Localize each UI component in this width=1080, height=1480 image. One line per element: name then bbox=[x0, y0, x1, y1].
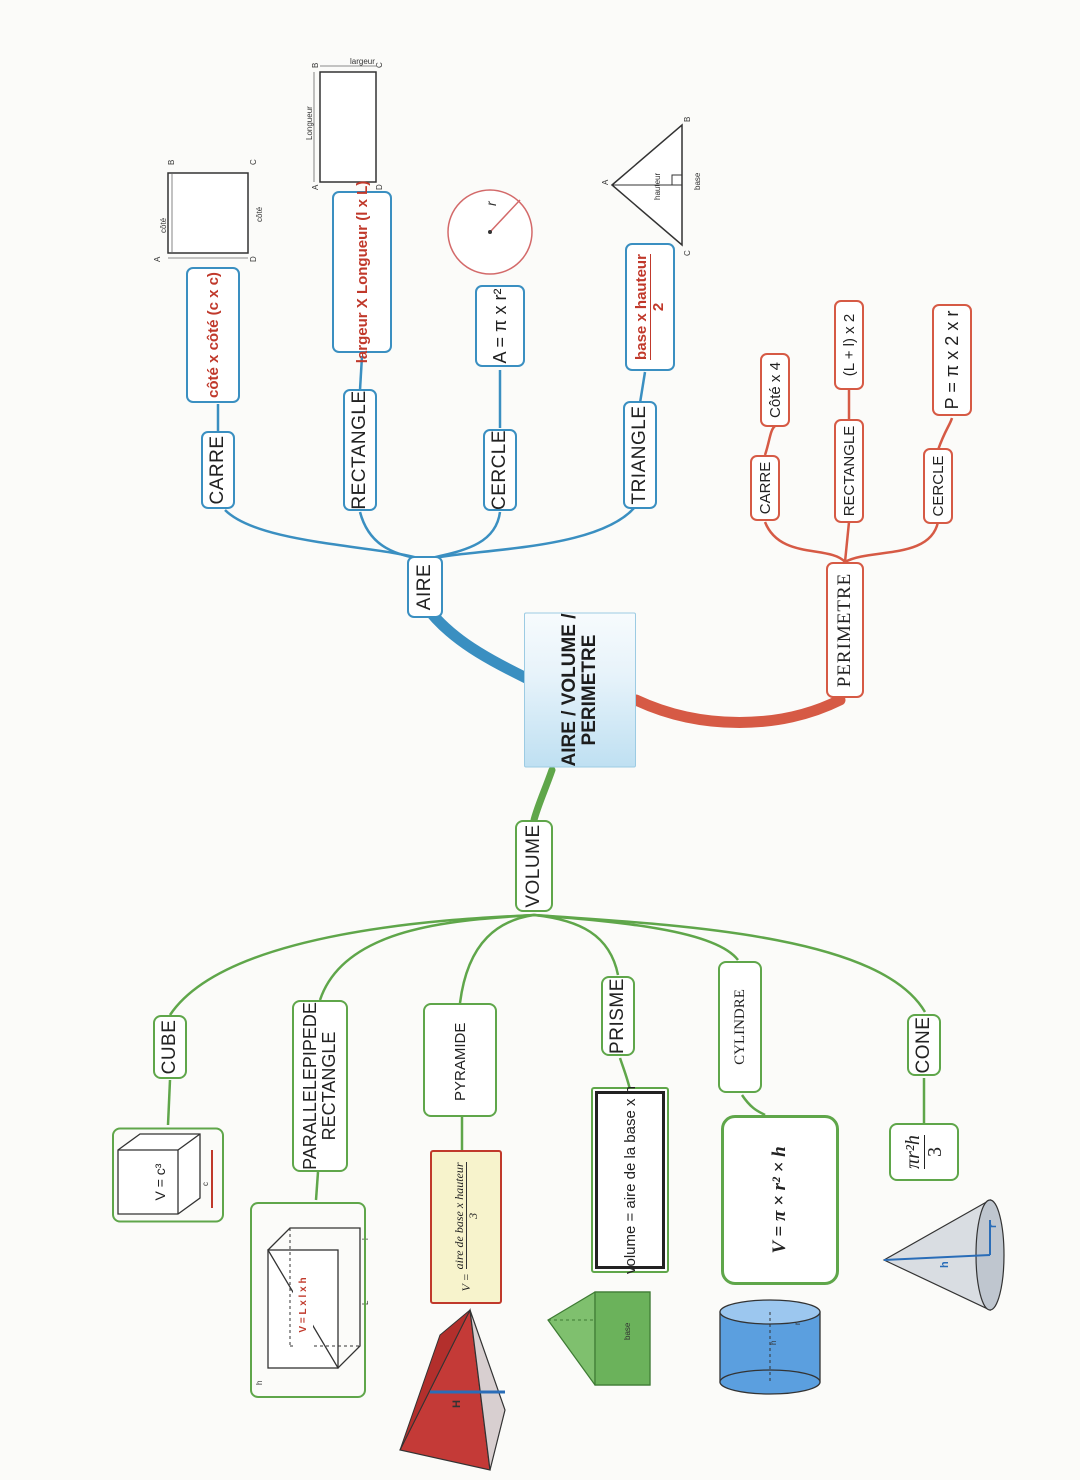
triangle-pt-b: B bbox=[683, 117, 692, 122]
rectangle-pt-b: B bbox=[311, 63, 320, 68]
cylinder-figure bbox=[719, 1299, 821, 1395]
volume-pyramide-node: PYRAMIDE bbox=[423, 1003, 497, 1117]
volume-cone-node: CONE bbox=[907, 1014, 941, 1076]
aire-triangle-formula: base x hauteur 2 bbox=[625, 243, 675, 371]
cuboid-l-label: l bbox=[361, 1238, 370, 1240]
rectangle-pt-d: D bbox=[375, 184, 384, 190]
volume-cylindre-card: V = π × r² × h bbox=[721, 1115, 839, 1285]
rectangle-side-label: Longueur bbox=[305, 106, 314, 140]
pyramid-H-label: H bbox=[451, 1400, 463, 1408]
cube-c-label: c bbox=[201, 1182, 210, 1186]
cone-r-label: r bbox=[987, 1223, 999, 1228]
volume-prisme-node: PRISME bbox=[601, 976, 635, 1056]
volume-pave-node: PARALLELEPIPEDE RECTANGLE bbox=[292, 1000, 348, 1172]
volume-pave-line1: PARALLELEPIPEDE bbox=[300, 1002, 321, 1170]
volume-cylindre-node: CYLINDRE bbox=[718, 961, 762, 1093]
volume-cone-numerator: πr²h bbox=[901, 1135, 925, 1169]
volume-cube-formula: V = c³ bbox=[152, 1163, 168, 1201]
cone-figure bbox=[882, 1198, 1005, 1311]
pyramid-figure bbox=[399, 1307, 506, 1471]
aire-branches bbox=[216, 355, 647, 562]
cylinder-r-label: r bbox=[793, 1322, 802, 1325]
perimetre-carre-node: CARRE bbox=[750, 455, 780, 521]
center-topic-line1: AIRE / VOLUME / bbox=[559, 613, 581, 767]
perimetre-cercle-formula: P = π x 2 x r bbox=[932, 304, 972, 416]
square-side-label: côté bbox=[159, 217, 168, 233]
prism-figure bbox=[547, 1291, 651, 1386]
perimetre-node: PERIMETRE bbox=[826, 562, 864, 698]
prism-base-label: base bbox=[623, 1322, 632, 1340]
cone-h-label: h bbox=[939, 1261, 951, 1268]
square-figure bbox=[167, 172, 249, 259]
aire-carre-node: CARRE bbox=[201, 431, 235, 509]
aire-triangle-denominator: 2 bbox=[649, 302, 667, 312]
volume-pyramide-denominator: 3 bbox=[465, 1212, 480, 1219]
volume-pyramide-fraction: aire de base x hauteur 3 bbox=[451, 1162, 480, 1270]
aire-rectangle-formula: largeur X Longueur (l x L) bbox=[332, 181, 392, 363]
triangle-height-label: hauteur bbox=[653, 173, 662, 200]
square-pt-a: A bbox=[153, 256, 162, 262]
circle-figure bbox=[447, 189, 533, 275]
volume-pyramide-numerator: aire de base x hauteur bbox=[451, 1162, 467, 1270]
rectangle-pt-a: A bbox=[311, 184, 320, 190]
volume-cube-node: CUBE bbox=[153, 1015, 187, 1079]
square-pt-d: D bbox=[249, 256, 258, 262]
cube-figure bbox=[117, 1133, 213, 1215]
cuboid-h-label: h bbox=[255, 1381, 264, 1385]
volume-prisme-card: volume = aire de la base x h bbox=[591, 1086, 669, 1274]
volume-pave-line2: RECTANGLE bbox=[319, 1031, 339, 1141]
triangle-figure bbox=[610, 123, 683, 247]
aire-cercle-formula: A = π x r² bbox=[475, 285, 525, 367]
cuboid-L-label: L bbox=[361, 1300, 370, 1305]
square-bottom-label: côté bbox=[255, 206, 264, 222]
aire-rectangle-node: RECTANGLE bbox=[343, 389, 377, 511]
square-pt-b: B bbox=[167, 160, 176, 165]
aire-triangle-numerator: base x hauteur bbox=[632, 254, 651, 360]
perimetre-cercle-node: CERCLE bbox=[923, 448, 953, 524]
perimetre-branches bbox=[763, 390, 954, 564]
aire-triangle-node: TRIANGLE bbox=[623, 401, 657, 509]
rectangle-top-label: largeur bbox=[350, 57, 375, 66]
center-topic-line2: PERIMETRE bbox=[579, 634, 600, 746]
volume-trunk bbox=[530, 766, 556, 824]
volume-pave-formula: V = L x l x h bbox=[293, 1253, 313, 1357]
perimetre-carre-formula: Côté x 4 bbox=[760, 353, 790, 427]
volume-node: VOLUME bbox=[515, 820, 553, 912]
perimetre-rectangle-node: RECTANGLE bbox=[834, 419, 864, 523]
aire-node: AIRE bbox=[407, 556, 443, 618]
triangle-pt-a: A bbox=[601, 179, 610, 185]
aire-carre-formula: côté x côté (c x c) bbox=[186, 267, 240, 403]
rectangle-figure bbox=[313, 65, 377, 183]
rectangle-pt-c: C bbox=[375, 62, 384, 68]
aire-trunk bbox=[419, 599, 536, 686]
cylinder-h-label: h bbox=[769, 1341, 778, 1345]
volume-pyramide-card: V = aire de base x hauteur 3 bbox=[430, 1150, 502, 1304]
circle-radius-label: r bbox=[483, 200, 499, 206]
volume-cone-denominator: 3 bbox=[923, 1147, 946, 1157]
triangle-base-label: base bbox=[693, 172, 702, 190]
perimetre-rectangle-formula: (L + l) x 2 bbox=[834, 300, 864, 390]
triangle-pt-c: C bbox=[683, 250, 692, 256]
square-pt-c: C bbox=[249, 159, 258, 165]
volume-branches bbox=[166, 913, 927, 1201]
center-topic: AIRE / VOLUME / PERIMETRE bbox=[524, 612, 636, 768]
volume-pyramide-lead: V = bbox=[458, 1273, 473, 1292]
perimetre-trunk bbox=[630, 694, 846, 728]
aire-cercle-node: CERCLE bbox=[483, 429, 517, 511]
volume-cone-formula: πr²h 3 bbox=[889, 1123, 959, 1181]
